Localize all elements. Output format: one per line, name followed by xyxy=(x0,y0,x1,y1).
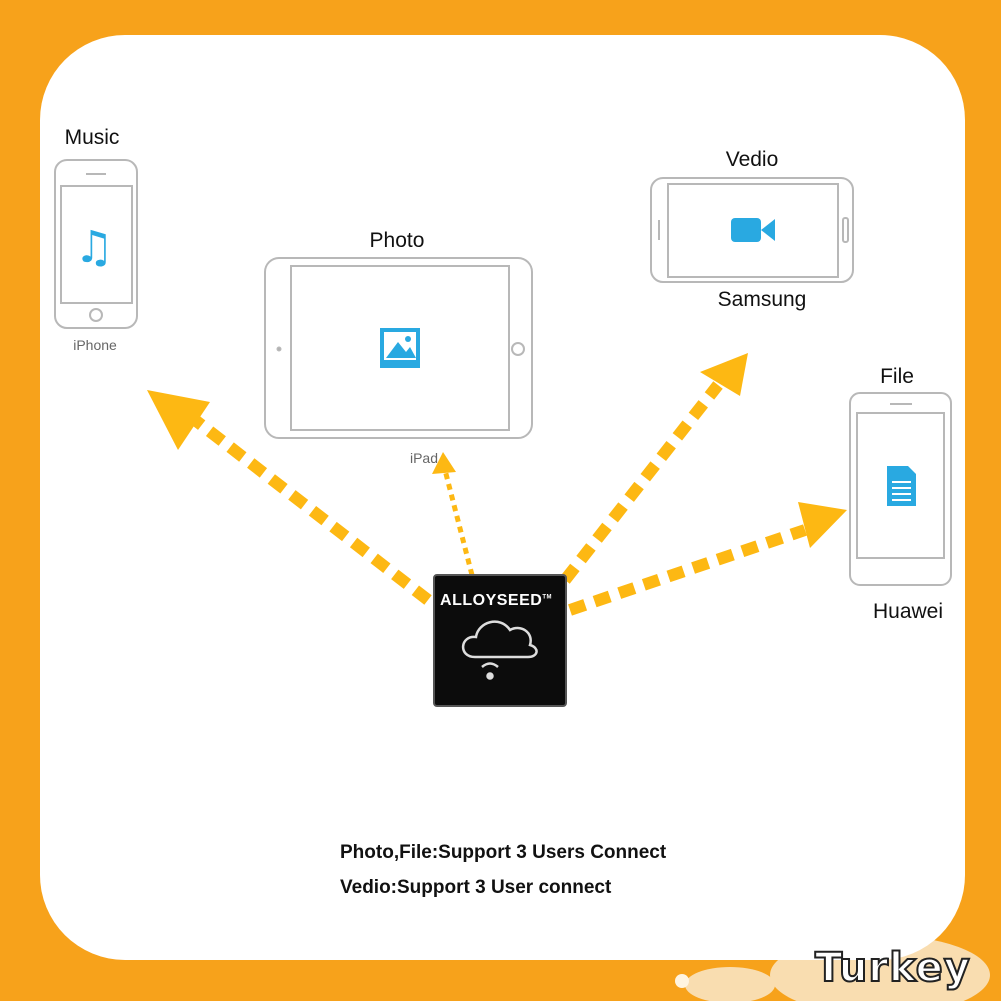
note-line-1: Photo,File:Support 3 Users Connect xyxy=(340,842,667,863)
samsung-label: Samsung xyxy=(717,288,807,311)
iphone-label: iPhone xyxy=(73,337,117,353)
iphone-device xyxy=(54,159,138,329)
music-note-icon: ♫ xyxy=(74,222,113,273)
vedio-label: Vedio xyxy=(725,148,779,171)
video-camera-icon xyxy=(731,218,775,242)
ipad-label: iPad xyxy=(409,450,439,466)
arrowhead-samsung xyxy=(700,353,748,396)
brand-name: ALLOYSEED xyxy=(440,592,543,609)
image-icon xyxy=(380,328,420,368)
document-icon xyxy=(887,466,916,506)
turkey-badge: Turkey xyxy=(814,944,971,992)
cloud-wifi-icon xyxy=(461,620,538,680)
arrow-to-samsung xyxy=(560,381,723,584)
arrowhead-ipad xyxy=(432,452,456,474)
trademark: TM xyxy=(542,594,552,601)
huawei-label: Huawei xyxy=(872,600,944,623)
cloud-badge-shape xyxy=(685,967,775,1001)
note-line-2: Vedio:Support 3 User connect xyxy=(340,877,612,898)
brand-logo: ALLOYSEEDTM xyxy=(440,592,552,610)
file-label: File xyxy=(880,365,914,388)
arrow-to-ipad xyxy=(442,469,475,576)
arrow-to-iphone xyxy=(191,415,432,605)
white-panel xyxy=(40,35,965,960)
bubble-dot xyxy=(675,974,689,988)
alloyseed-hub xyxy=(433,574,567,707)
photo-label: Photo xyxy=(369,229,425,252)
arrowhead-iphone xyxy=(147,390,210,450)
arrowhead-huawei xyxy=(798,502,847,548)
music-label: Music xyxy=(64,126,120,149)
arrow-to-huawei xyxy=(568,524,807,616)
